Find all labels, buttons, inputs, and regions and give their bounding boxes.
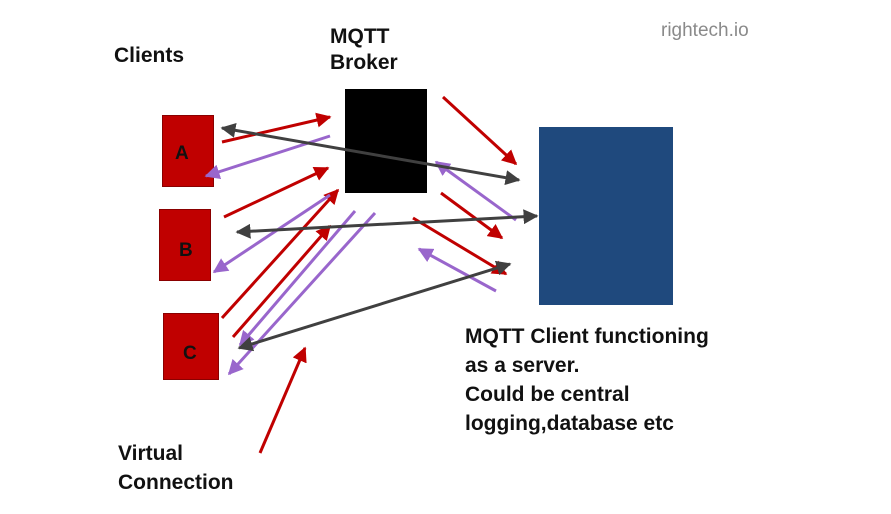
- broker-label-line1: MQTT: [330, 25, 390, 48]
- arrow-server-to-broker-1: [434, 160, 517, 222]
- virtual-label-line2: Connection: [118, 471, 234, 494]
- virtual-connection-label: Virtual Connection: [118, 439, 234, 497]
- client-b-box: B: [159, 209, 211, 281]
- client-a-label: A: [175, 143, 189, 164]
- virtual-connection-b: [235, 209, 539, 239]
- server-label-line1: MQTT Client functioning: [465, 325, 709, 348]
- virtual-connection-pointer: [258, 346, 307, 454]
- server-label-line2: as a server.: [465, 354, 580, 377]
- clients-label: Clients: [114, 44, 185, 67]
- broker-label-line2: Broker: [330, 51, 398, 74]
- arrow-broker-to-server-3: [412, 216, 508, 276]
- client-b-label: B: [179, 240, 193, 261]
- broker-label: MQTT Broker: [330, 24, 398, 76]
- server-label: MQTT Client functioning as a server. Cou…: [465, 322, 709, 438]
- arrow-broker-to-server-2: [440, 191, 504, 240]
- arrow-server-to-broker-2: [417, 247, 497, 293]
- brand-watermark: rightech.io: [661, 20, 749, 41]
- client-c-box: C: [163, 313, 219, 380]
- arrow-c-to-broker-1: [231, 224, 332, 338]
- client-c-label: C: [183, 343, 197, 364]
- server-label-line4: logging,database etc: [465, 412, 674, 435]
- arrow-b-to-broker: [223, 166, 330, 219]
- arrow-broker-to-c: [227, 211, 377, 376]
- arrow-broker-to-server-1: [441, 95, 518, 166]
- mqtt-server-client-box: [539, 127, 673, 305]
- virtual-label-line1: Virtual: [118, 442, 183, 465]
- virtual-connection-a: [220, 122, 521, 186]
- virtual-connection-c: [237, 260, 512, 352]
- server-label-line3: Could be central: [465, 383, 630, 406]
